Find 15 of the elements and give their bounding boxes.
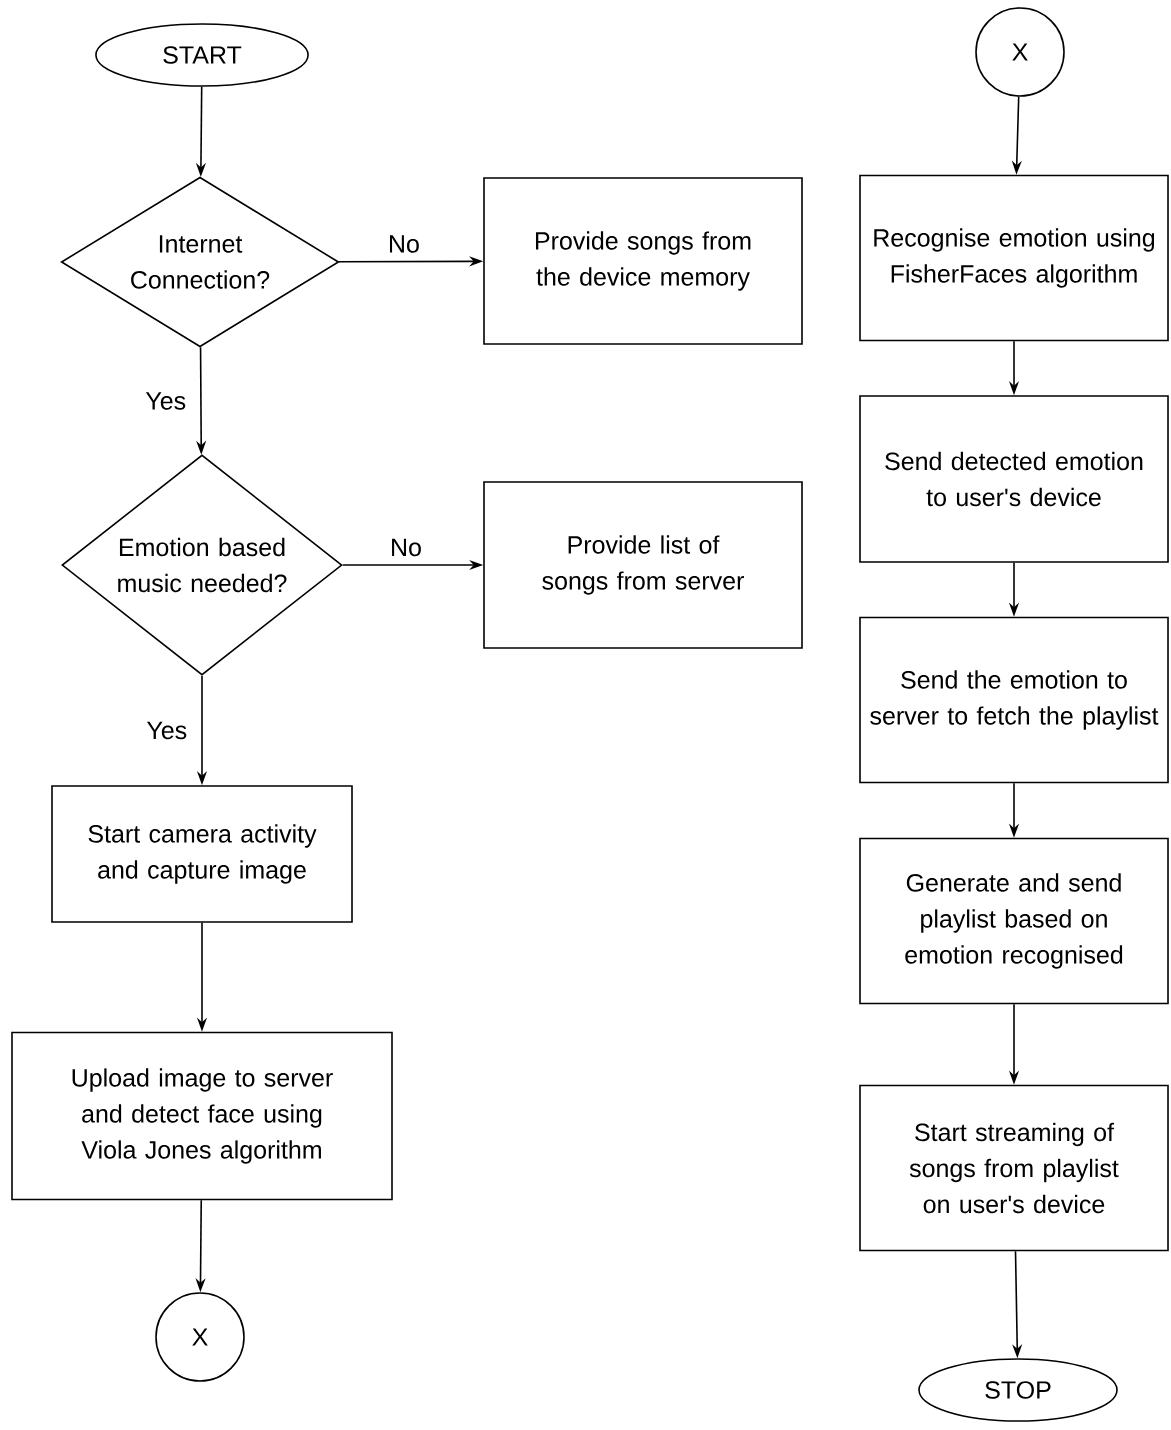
edge-label: Yes [144,719,190,742]
process-box: Generate and send playlist based on emotion recognised [859,837,1169,1005]
process-box: Upload image to server and detect face using Viola Jones algorithm [11,1031,393,1201]
process-box: Start camera activity and capture image [51,785,353,923]
process-box: Provide list of songs from server [483,481,803,649]
edge-label: No [385,233,422,255]
terminator-oval: STOP [918,1358,1118,1422]
process-box: Provide songs from the device memory [483,177,803,345]
process-box: Send the emotion to server to fetch the playlist [859,616,1169,784]
process-box: Recognise emotion using FisherFaces algorithm [859,174,1169,342]
edge-label: Yes [143,390,189,412]
terminator-oval: START [95,23,309,87]
edge-label: No [388,536,424,559]
process-box: Send detected emotion to user's device [859,395,1169,563]
process-box: Start streaming of songs from playlist on user's device [859,1084,1169,1252]
